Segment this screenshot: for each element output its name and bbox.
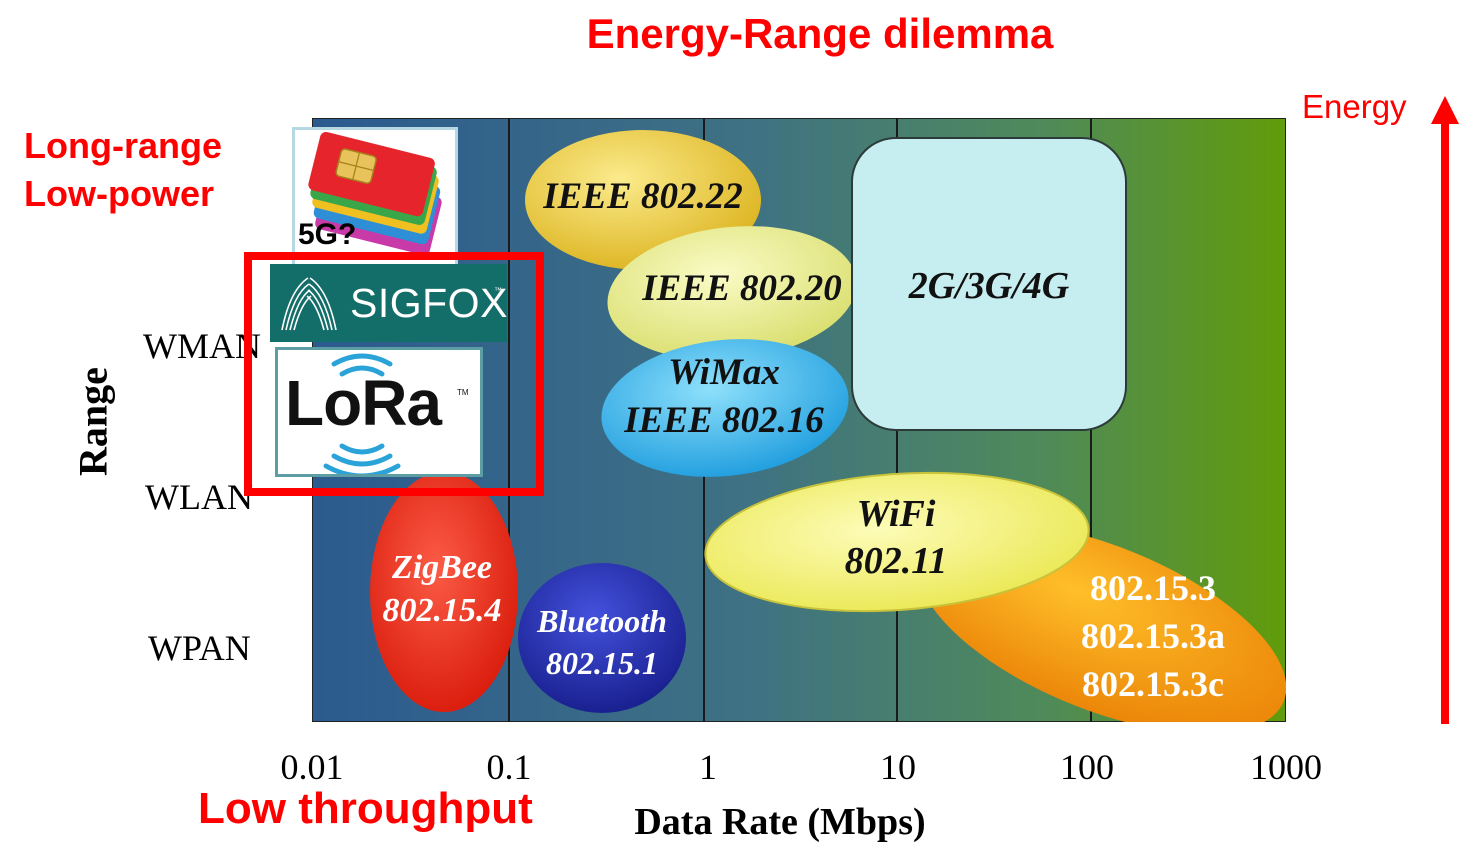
sigfox-logo [270,264,507,342]
x-tick-1000: 1000 [1250,747,1322,787]
long-range-low-power-callout: Long-range Low-power [24,122,222,218]
tech-wimax: WiMax IEEE 802.16 [601,339,849,477]
tech-zigbee-line-2: 802.15.4 [383,592,502,629]
lora-trademark: TM [457,388,469,397]
tech-wimax-line-1: WiMax [668,352,780,393]
y-category-wlan: WLAN [145,477,253,517]
x-tick-10: 10 [880,747,916,787]
tech-wifi-line-1: WiFi [857,493,936,535]
diagram-title: Energy-Range dilemma [586,10,1054,57]
sigfox-wings-icon [281,277,337,331]
tech-802-15-3-line-2: 802.15.3a [1081,616,1225,656]
x-tick-100: 100 [1060,747,1114,787]
lora-logo [275,347,483,477]
tech-ieee-802-22-label: IEEE 802.22 [542,176,742,217]
y-category-wpan: WPAN [148,628,251,668]
tech-cellular-label: 2G/3G/4G [908,265,1070,307]
tech-ieee-802-20-label: IEEE 802.20 [641,268,841,309]
sigfox-trademark: ™ [494,286,502,295]
callout-line-2: Low-power [24,173,214,214]
energy-arrow-icon [1431,96,1459,724]
tech-ieee-802-20: IEEE 802.20 [607,226,857,360]
tech-cellular: 2G/3G/4G [851,137,1127,431]
tech-802-15-3-line-3: 802.15.3c [1082,664,1224,704]
tech-wimax-line-2: IEEE 802.16 [623,400,824,441]
x-tick-1: 1 [699,747,717,787]
callout-line-1: Long-range [24,125,222,166]
x-tick-0-1: 0.1 [486,747,532,787]
x-axis-label: Data Rate (Mbps) [634,801,926,843]
tech-bluetooth-line-2: 802.15.1 [546,645,658,681]
energy-label: Energy [1302,88,1407,125]
tech-zigbee-line-1: ZigBee [391,549,492,586]
low-throughput-callout: Low throughput [198,784,533,833]
plot-area: 802.15.3 802.15.3a 802.15.3c WiFi 802.11… [312,118,1286,722]
sigfox-wordmark: SIGFOX [350,280,508,326]
y-axis-label: Range [70,367,116,476]
fiveg-label: 5G? [298,218,357,251]
lpwan-highlight-box [244,252,544,496]
tech-bluetooth-line-1: Bluetooth [536,603,667,639]
lora-wordmark: LoRa [285,367,442,439]
tech-bluetooth: Bluetooth 802.15.1 [518,563,686,713]
sim-cards-icon [308,132,442,256]
tech-zigbee: ZigBee 802.15.4 [370,472,518,712]
x-tick-0-01: 0.01 [280,747,344,787]
lora-signal-icon [323,353,401,474]
tech-wifi-line-2: 802.11 [845,540,947,582]
y-category-wman: WMAN [143,326,261,366]
tech-wifi: WiFi 802.11 [704,471,1090,613]
tech-802-15-3-line-1: 802.15.3 [1090,568,1216,608]
